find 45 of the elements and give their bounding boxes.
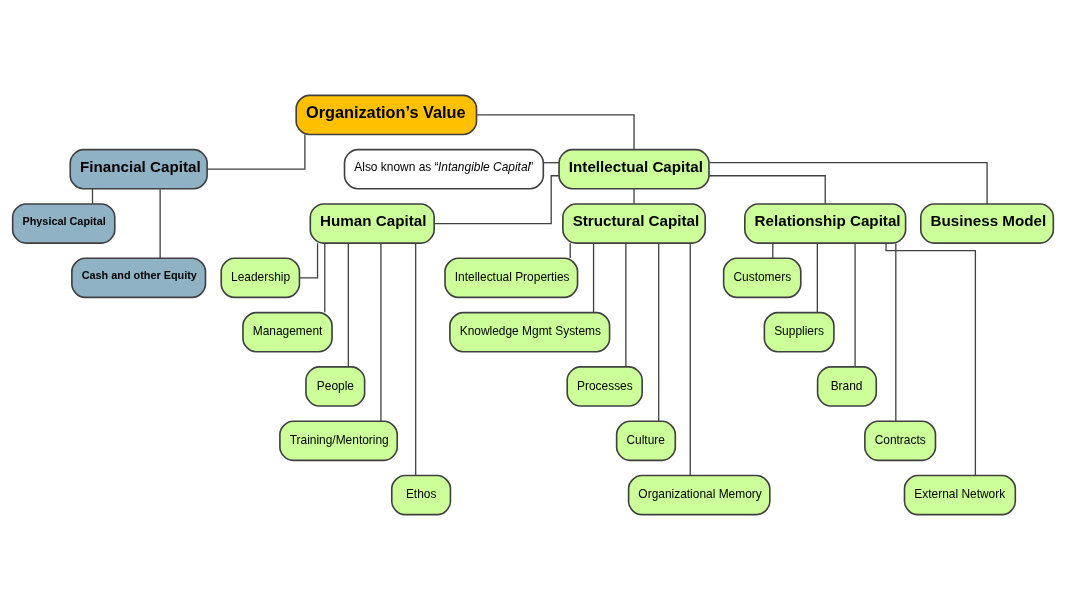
connector xyxy=(347,242,349,368)
node-box: External Network xyxy=(903,474,1017,516)
node-box: Leadership xyxy=(220,257,301,299)
node-box: Organization’s Value xyxy=(295,94,478,136)
connector xyxy=(708,162,988,205)
node-box: Management xyxy=(242,311,333,353)
node-box: Structural Capital xyxy=(562,203,706,244)
connector xyxy=(298,242,319,279)
node-box: Culture xyxy=(615,420,677,462)
node-box: Organizational Memory xyxy=(627,474,771,516)
connector xyxy=(895,242,897,422)
node-box: Processes xyxy=(566,366,643,407)
node-box: Human Capital xyxy=(309,203,435,244)
connector xyxy=(633,188,635,205)
connector xyxy=(159,188,161,259)
connector xyxy=(476,114,635,151)
node-box: Suppliers xyxy=(763,311,835,353)
node-box: Training/Mentoring xyxy=(279,420,399,462)
node-box: Brand xyxy=(816,366,878,407)
node-box: People xyxy=(305,366,366,407)
node-box: Financial Capital xyxy=(69,148,208,190)
connector xyxy=(380,242,382,422)
connector xyxy=(689,242,691,477)
node-box: Knowledge Mgmt Systems xyxy=(449,311,611,353)
node-box: Relationship Capital xyxy=(744,203,907,244)
connector xyxy=(433,175,560,225)
connector xyxy=(854,242,856,368)
node-box: Physical Capital xyxy=(11,203,116,244)
node-box: Ethos xyxy=(390,474,452,516)
node-box: Contracts xyxy=(864,420,937,462)
connector xyxy=(206,133,306,170)
connector xyxy=(625,242,627,368)
connector xyxy=(658,242,660,422)
connector xyxy=(816,242,818,313)
node-box: Cash and other Equity xyxy=(71,257,207,299)
connector xyxy=(708,175,826,205)
connector xyxy=(324,242,326,313)
connector xyxy=(592,242,595,313)
connector xyxy=(885,242,977,477)
node-box: Intellectual Capital xyxy=(558,148,710,190)
node-box: Also known as “Intangible Capital” xyxy=(343,148,545,190)
connector xyxy=(415,242,417,477)
node-box: Business Model xyxy=(920,203,1055,244)
node-box: Customers xyxy=(722,257,802,299)
node-box: Intellectual Properties xyxy=(444,257,579,299)
